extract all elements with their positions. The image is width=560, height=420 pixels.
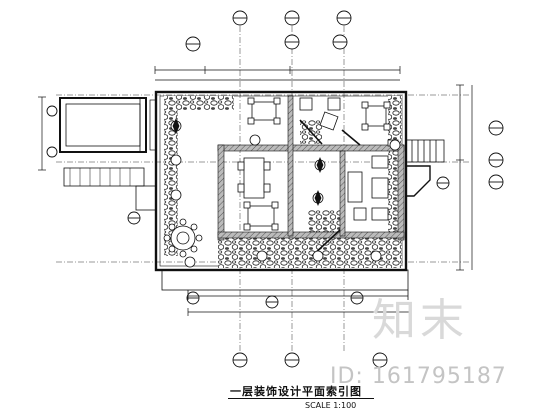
index-markers xyxy=(170,117,401,268)
left-annex xyxy=(59,97,157,211)
dimension-lines xyxy=(38,66,473,316)
watermark-id: ID: 161795187 xyxy=(330,364,507,389)
right-stair xyxy=(405,139,445,197)
axis-bubbles-bottom xyxy=(186,291,388,368)
drawing-title: 一层装饰设计平面索引图 xyxy=(230,385,362,398)
interior-walls xyxy=(217,95,405,241)
drawing-scale: SCALE 1:100 xyxy=(305,401,357,410)
axis-bubbles-top xyxy=(185,10,352,52)
title-underline xyxy=(228,398,374,399)
watermark-logo: 知末 xyxy=(372,295,468,346)
axis-bubbles-left xyxy=(46,105,141,225)
axis-bubbles-right xyxy=(436,120,504,190)
lower-terrace xyxy=(161,269,409,300)
furniture xyxy=(163,97,399,258)
